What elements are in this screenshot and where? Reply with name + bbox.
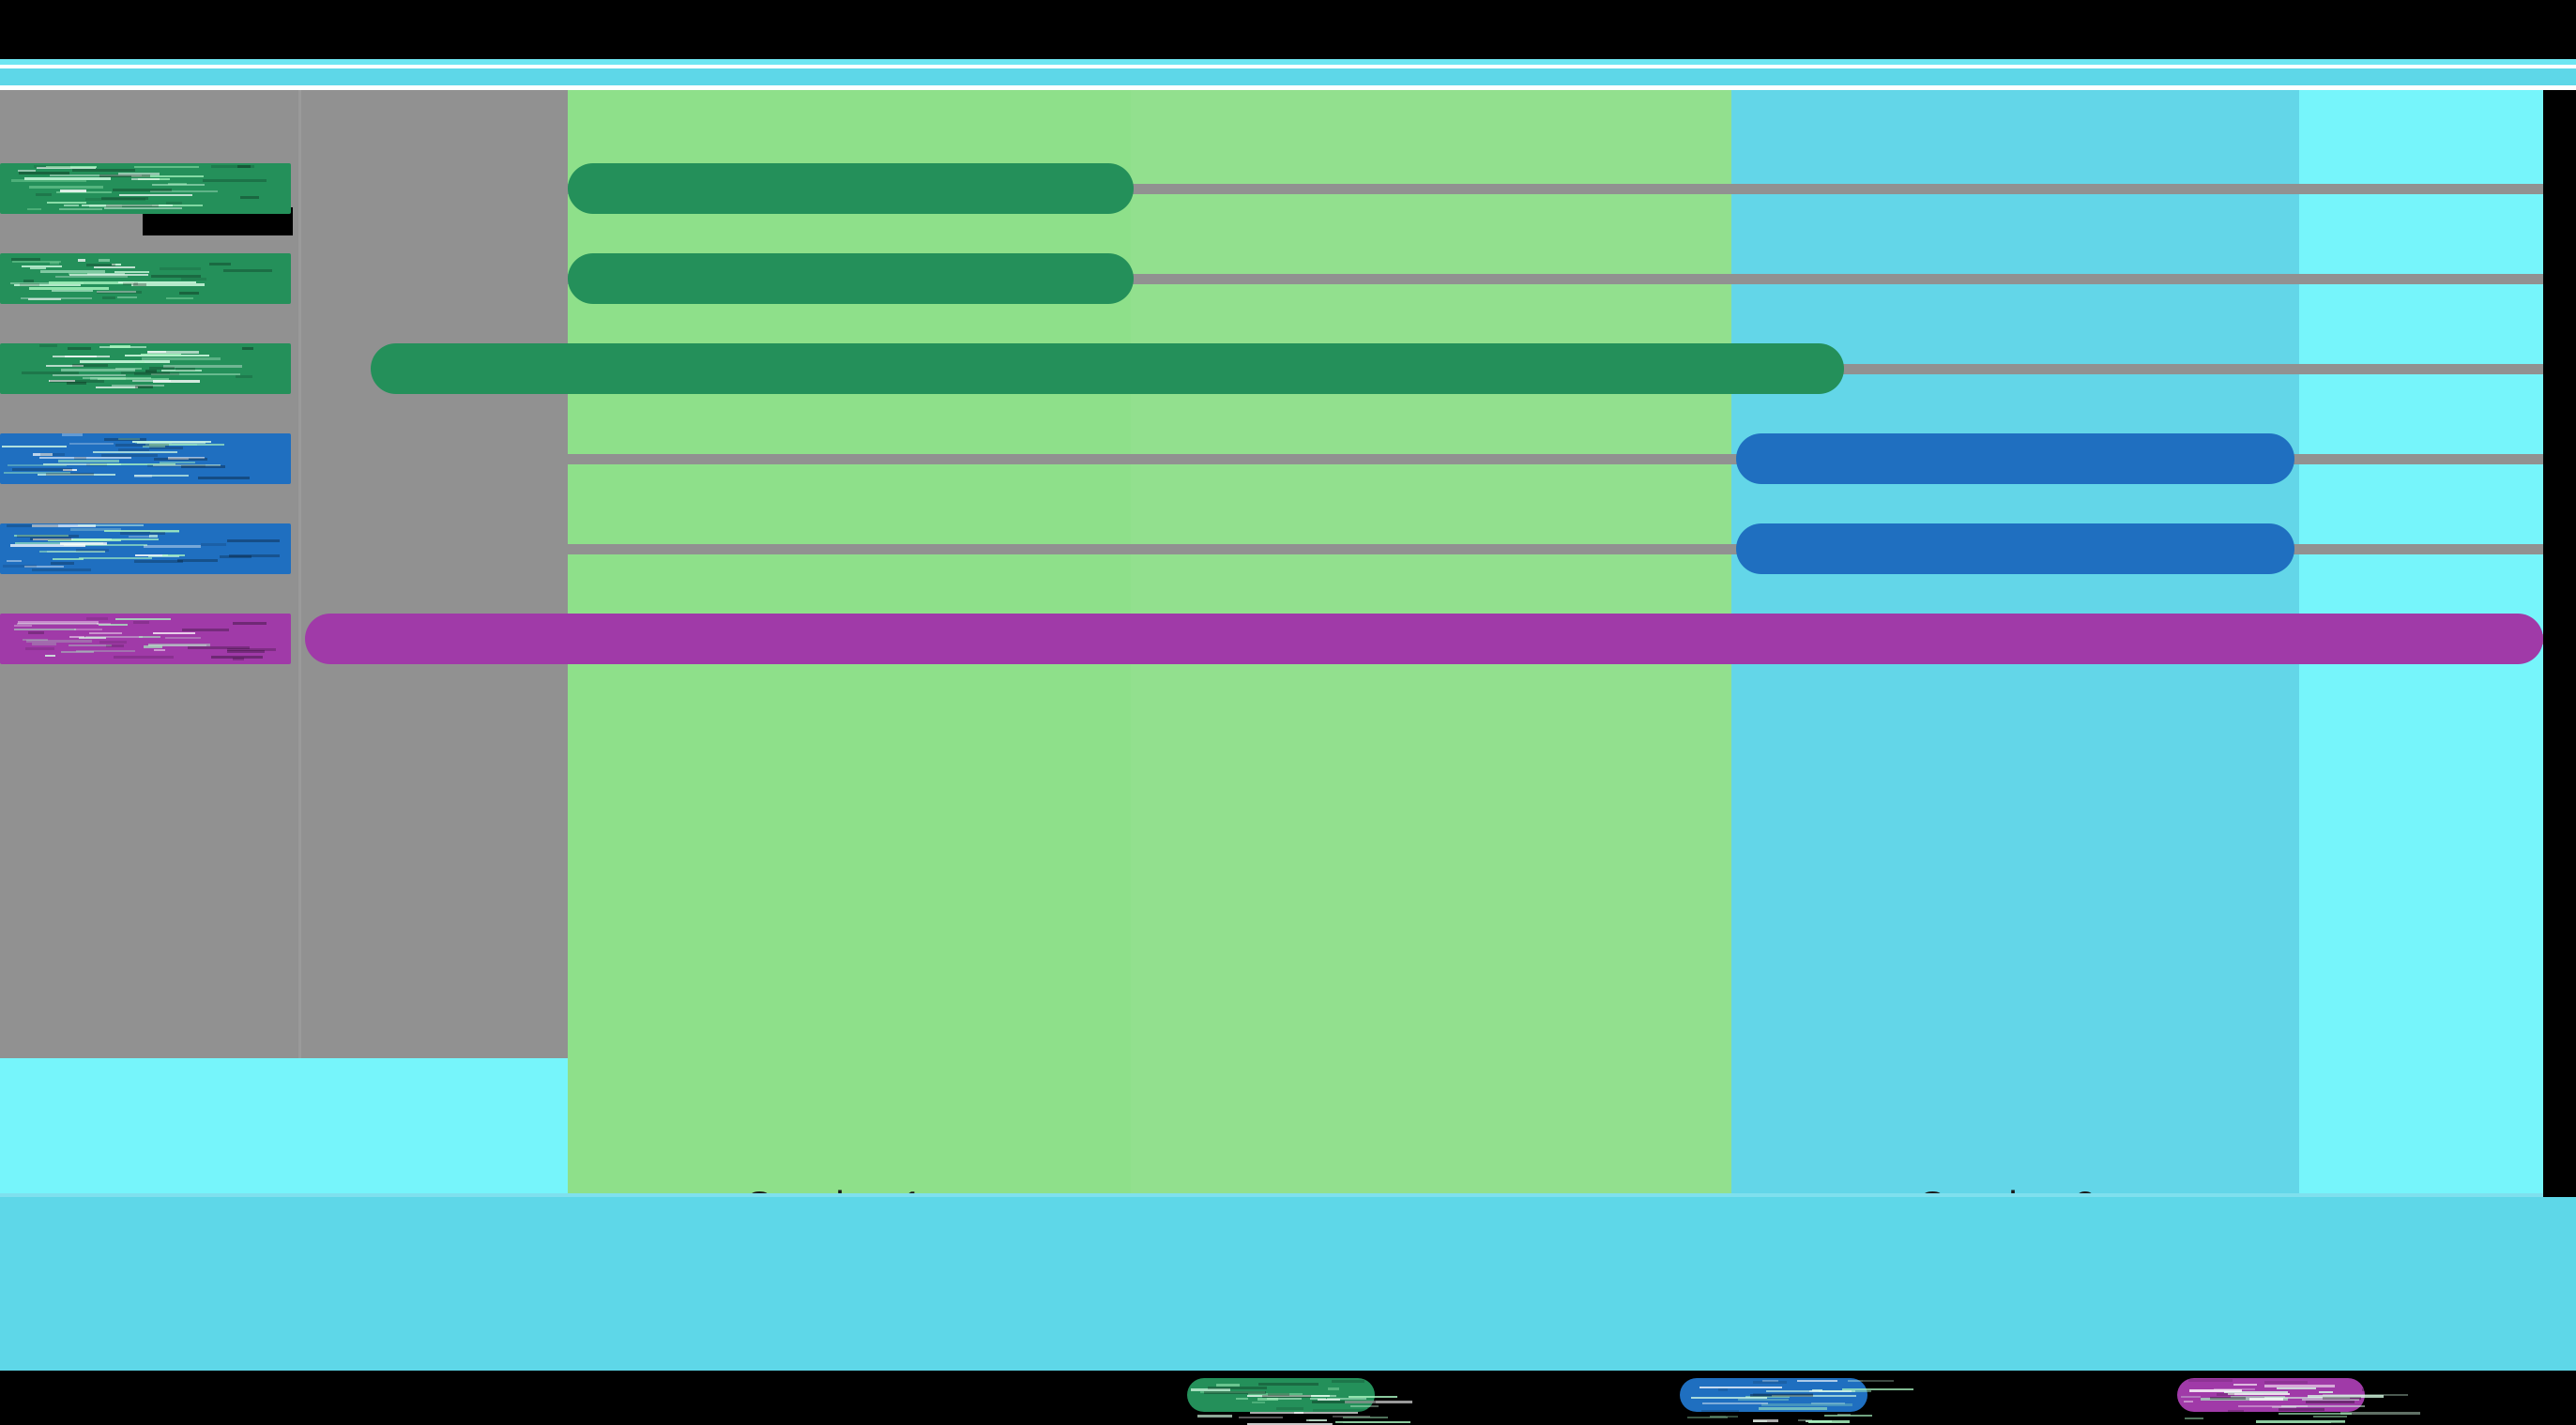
task-bar[interactable] xyxy=(371,343,1844,394)
legend-swatch-dataset-a[interactable] xyxy=(1187,1378,1375,1412)
row-label-dataset-b2[interactable] xyxy=(0,523,291,574)
gutter-divider xyxy=(298,90,301,1058)
row-label-dataset-c[interactable] xyxy=(0,614,291,664)
row-label-dataset-a1[interactable] xyxy=(0,163,291,214)
gridline xyxy=(2299,274,2543,284)
gridline xyxy=(2299,544,2543,554)
gridline xyxy=(2299,184,2543,194)
gridline xyxy=(2299,454,2543,464)
legend-swatch-dataset-c[interactable] xyxy=(2177,1378,2365,1412)
row-label-dataset-b1[interactable] xyxy=(0,433,291,484)
task-bar[interactable] xyxy=(1736,433,2294,484)
gridline xyxy=(2299,364,2543,374)
gantt-plot-area: Session 1 Session 2 xyxy=(0,90,2576,1197)
task-bar[interactable] xyxy=(305,614,2543,664)
top-accent-strip-3 xyxy=(0,68,2576,85)
gutter-footer-fill xyxy=(0,1058,568,1197)
task-bar[interactable] xyxy=(1736,523,2294,574)
bottom-panel xyxy=(0,1197,2576,1371)
row-label-dataset-a3[interactable] xyxy=(0,343,291,394)
legend-swatch-dataset-b[interactable] xyxy=(1680,1378,1867,1412)
vertical-scrollbar-track[interactable] xyxy=(2543,90,2576,1197)
task-bar[interactable] xyxy=(568,163,1134,214)
row-label-dataset-a2[interactable] xyxy=(0,253,291,304)
task-bar[interactable] xyxy=(568,253,1134,304)
